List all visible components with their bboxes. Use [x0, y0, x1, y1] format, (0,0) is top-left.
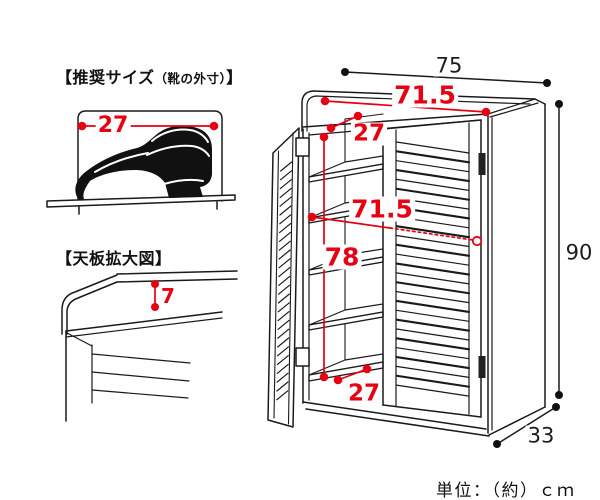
louver-slats: [395, 141, 471, 397]
left-door-open: [267, 127, 310, 428]
middle-inner-width-dim-label: 71.5: [349, 194, 415, 224]
outer-height-dim-label: 90: [563, 240, 595, 265]
top-shelf-depth-dim-label: 27: [350, 120, 388, 147]
top-inner-width-dim-label: 71.5: [392, 80, 458, 110]
unit-note: 単位：（約）ｃｍ: [436, 481, 576, 500]
bottom-shelf-depth-dim-label: 27: [345, 380, 383, 407]
recommended-size-title-sub: （靴の外寸）: [154, 72, 227, 86]
top-board-detail-drawing: [61, 270, 238, 422]
recommended-size-title-main: 【推奨サイズ: [56, 70, 155, 87]
top-board-title: 【天板拡大図】: [56, 251, 172, 268]
cabinet-hinge-icon: [295, 347, 310, 367]
door-hinge-icon: [478, 153, 486, 175]
outer-width-dim-label: 75: [433, 53, 465, 78]
louver-edge-hatch: [276, 161, 293, 401]
inner-height-dim-label: 78: [322, 242, 362, 272]
rim-height-dim-label: 7: [159, 284, 177, 308]
right-door-closed: [382, 119, 486, 418]
door-hinge-icon: [478, 356, 486, 378]
recommended-size-title-close: 】: [226, 70, 243, 87]
cabinet-hinge-icon: [295, 137, 310, 157]
stand-shelf: [46, 194, 236, 208]
recommended-size-title: 【推奨サイズ（靴の外寸）】: [56, 64, 243, 88]
stand-back-panel: [77, 110, 223, 207]
shoe-width-dim-label: 27: [95, 113, 131, 138]
outer-depth-dim-label: 33: [525, 423, 557, 448]
cabinet-interior: [344, 113, 384, 363]
shoe-illustration: [75, 125, 212, 200]
cabinet-drawing: [267, 90, 546, 437]
